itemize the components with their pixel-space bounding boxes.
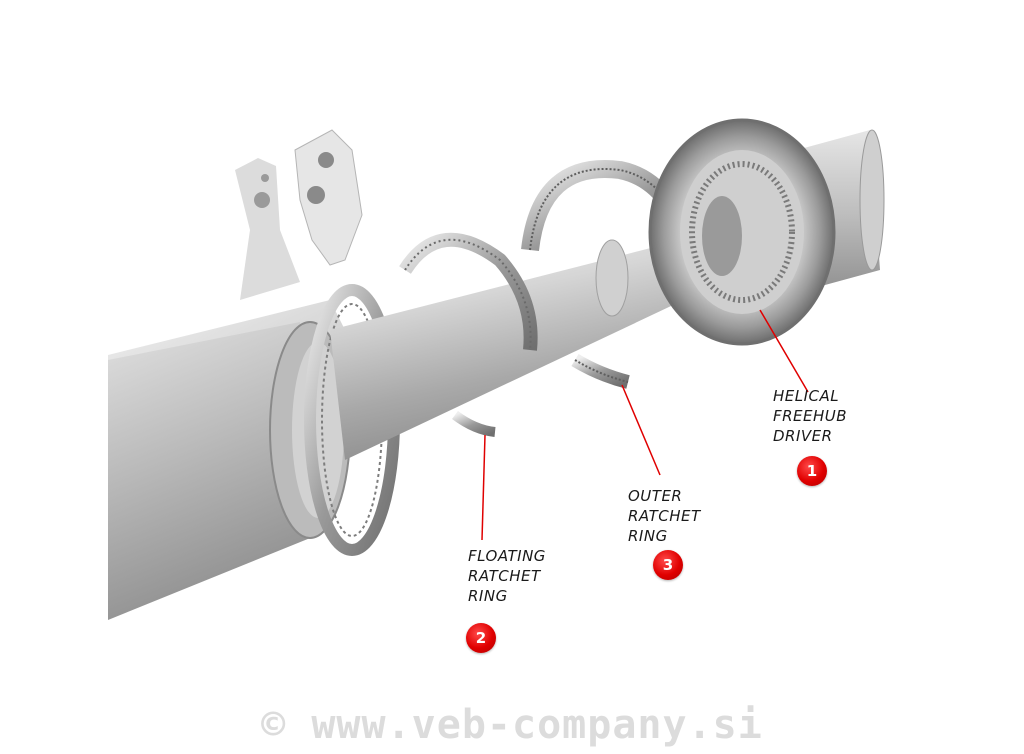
leader-line-helical (759, 309, 809, 393)
label-line: RATCHET (628, 507, 701, 525)
axle (330, 238, 705, 460)
label-line: FLOATING (468, 547, 546, 565)
label-floating-ratchet-ring: FLOATING RATCHET RING (468, 546, 546, 606)
watermark: © www.veb-company.si (261, 702, 763, 748)
floating-ratchet-ring (399, 232, 538, 437)
label-line: OUTER (628, 487, 683, 505)
label-line: DRIVER (773, 427, 833, 445)
label-line: RATCHET (468, 567, 541, 585)
badge-3: 3 (653, 550, 683, 580)
label-line: FREEHUB (773, 407, 848, 425)
label-line: HELICAL (773, 387, 840, 405)
label-line: RING (628, 527, 668, 545)
helical-freehub-driver (648, 118, 885, 346)
label-line: RING (468, 587, 508, 605)
badge-2: 2 (466, 623, 496, 653)
leader-lines (481, 309, 809, 541)
badge-1: 1 (797, 456, 827, 486)
leader-line-outer (621, 384, 661, 476)
leader-line-floating (481, 434, 486, 541)
label-outer-ratchet-ring: OUTER RATCHET RING (628, 486, 701, 546)
label-helical-freehub-driver: HELICAL FREEHUB DRIVER (773, 386, 847, 446)
